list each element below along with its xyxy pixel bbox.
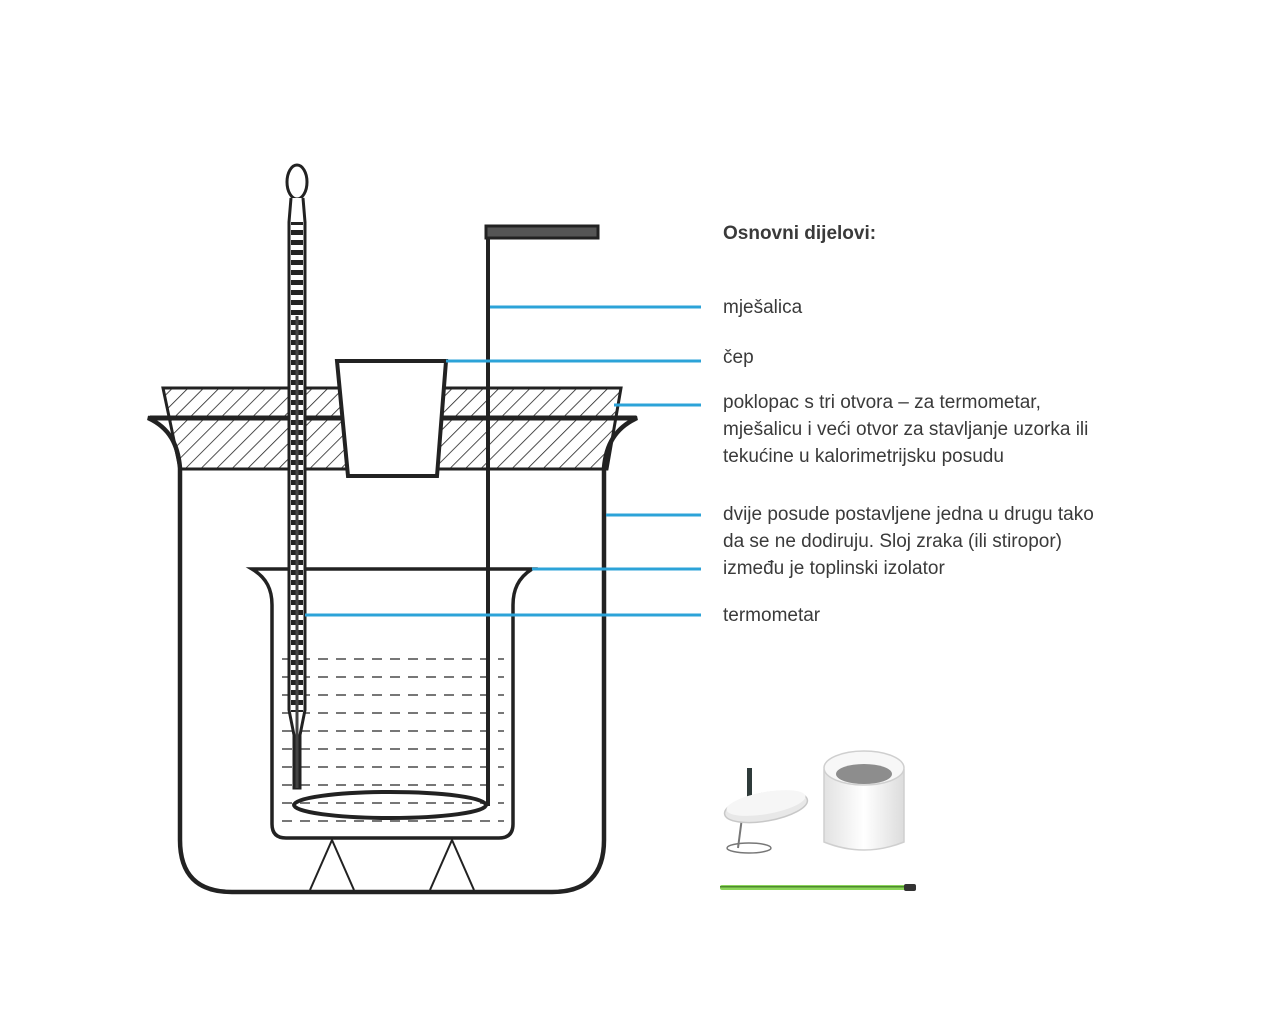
label-vessels-line-2: da se ne dodiruju. Sloj zraka (ili stiro…: [723, 528, 1094, 555]
inner-vessel-stands: [310, 840, 474, 890]
label-lid-line-3: tekućine u kalorimetrijsku posudu: [723, 443, 1088, 470]
label-lid-line-2: mješalicu i veći otvor za stavljanje uzo…: [723, 416, 1088, 443]
photo-lid-with-stirrer: [722, 768, 810, 853]
label-stopper-line: čep: [723, 344, 754, 371]
section-title: Osnovni dijelovi:: [723, 220, 876, 247]
label-lid: poklopac s tri otvora – za termometar, m…: [723, 389, 1088, 470]
label-vessels: dvije posude postavljene jedna u drugu t…: [723, 501, 1094, 582]
thermometer: [287, 165, 307, 788]
label-vessels-line-3: između je toplinski izolator: [723, 555, 1094, 582]
label-thermometer-line: termometar: [723, 602, 820, 629]
stopper: [337, 361, 446, 476]
calorimeter-photo: [720, 751, 916, 891]
photo-thermometer: [720, 884, 916, 891]
label-vessels-line-1: dvije posude postavljene jedna u drugu t…: [723, 501, 1094, 528]
label-stopper: čep: [723, 344, 754, 371]
label-thermometer: termometar: [723, 602, 820, 629]
photo-cup: [824, 751, 904, 850]
label-stirrer: mješalica: [723, 294, 802, 321]
label-lid-line-1: poklopac s tri otvora – za termometar,: [723, 389, 1088, 416]
label-stirrer-line: mješalica: [723, 294, 802, 321]
